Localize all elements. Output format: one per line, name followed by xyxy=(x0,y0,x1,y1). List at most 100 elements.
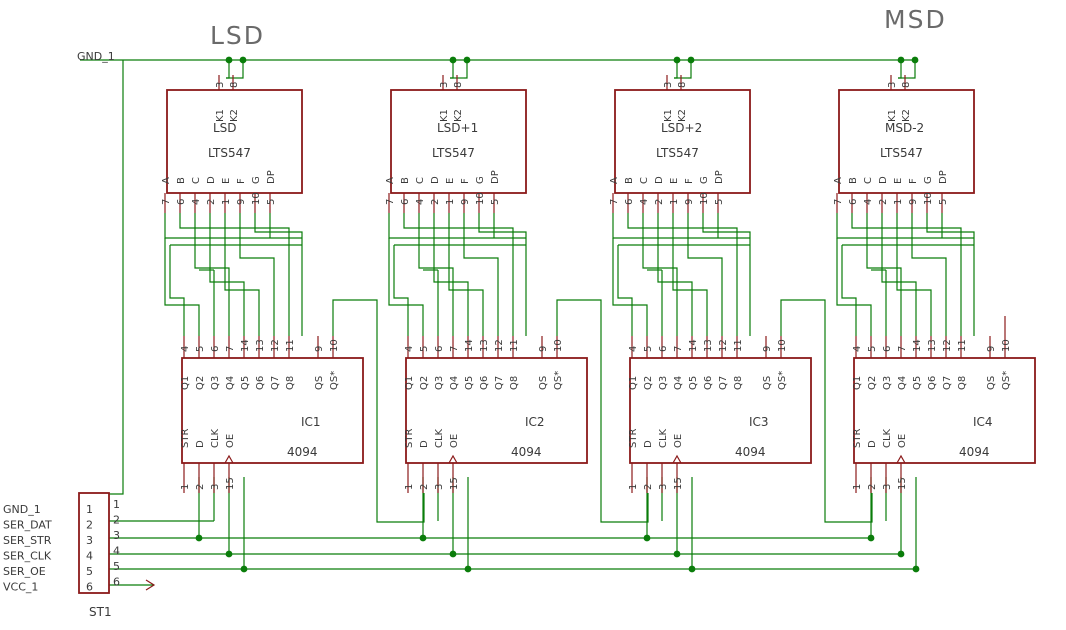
display-body xyxy=(614,89,751,194)
junction-dot xyxy=(225,56,233,64)
ic-pin-number: 4 xyxy=(628,346,639,352)
ic-pin-label: OE xyxy=(225,434,236,448)
segment-wire-c xyxy=(866,213,902,336)
segment-pin-label: DP xyxy=(938,170,949,184)
display-pin-label: K2 xyxy=(677,109,688,122)
segment-wire-e xyxy=(448,213,484,336)
segment-pin-label: B xyxy=(848,177,859,184)
display-pin-number: 3 xyxy=(887,82,898,88)
ic-pin-number: 4 xyxy=(404,346,415,352)
ic-pin-label: CLK xyxy=(882,428,893,448)
cascade-wire xyxy=(332,299,425,523)
cathode-tap-wire xyxy=(240,60,244,79)
segment-pin-label: B xyxy=(176,177,187,184)
segment-pin-number: 6 xyxy=(848,199,859,205)
segment-pin-number: 10 xyxy=(923,192,934,205)
display-pin-label: K1 xyxy=(887,109,898,122)
ic-pin-number: 11 xyxy=(509,339,520,352)
segment-pin-label: C xyxy=(191,177,202,184)
segment-wire-a xyxy=(169,245,185,336)
segment-pin-number: 5 xyxy=(266,199,277,205)
connector-pin-number: 4 xyxy=(86,550,93,563)
cascade-wire xyxy=(556,299,649,523)
segment-pin-number: 9 xyxy=(236,199,247,205)
ic-pin-number: 9 xyxy=(986,346,997,352)
ic-pin-number: 10 xyxy=(329,339,340,352)
cathode-tap-wire xyxy=(912,60,916,79)
ic-pin-label: Q7 xyxy=(942,376,953,390)
ic-pin-number: 13 xyxy=(255,339,266,352)
ic-pin-number: 4 xyxy=(180,346,191,352)
segment-wire-c xyxy=(642,213,678,336)
ic-pin-number: 2 xyxy=(195,484,206,490)
segment-pin-label: G xyxy=(699,176,710,184)
display-pin-number: 3 xyxy=(663,82,674,88)
ic-pin-label: CLK xyxy=(658,428,669,448)
ic-pin-label: OE xyxy=(897,434,908,448)
segment-wire-e xyxy=(672,213,708,336)
segment-wire-dp xyxy=(926,213,975,336)
display-pin-number: 8 xyxy=(901,82,912,88)
ic-pin-label: OE xyxy=(673,434,684,448)
segment-pin-label: A xyxy=(161,177,172,184)
ic-pin-label: QS xyxy=(762,376,773,390)
segment-pin-number: 6 xyxy=(176,199,187,205)
display-pin-label: K1 xyxy=(215,109,226,122)
display-body xyxy=(390,89,527,194)
connector-pin-number: 6 xyxy=(86,581,93,594)
ic-part: 4094 xyxy=(287,445,318,459)
connector-signal-label: SER_DAT xyxy=(3,519,52,532)
ic-pin-number: 13 xyxy=(479,339,490,352)
ic-pin-number: 2 xyxy=(419,484,430,490)
ic-pin-number: 3 xyxy=(658,484,669,490)
display-name: LSD+2 xyxy=(661,121,702,135)
ic-pin-label: Q5 xyxy=(688,376,699,390)
segment-pin-label: E xyxy=(221,178,232,184)
ic-pin-label: Q4 xyxy=(673,376,684,390)
ic-name: IC3 xyxy=(749,415,769,429)
ic-pin-label: QS xyxy=(538,376,549,390)
ic-pin-number: 13 xyxy=(703,339,714,352)
segment-pin-number: 2 xyxy=(206,199,217,205)
segment-pin-number: 9 xyxy=(684,199,695,205)
segment-wire-dp xyxy=(702,213,751,336)
segment-wire-g xyxy=(403,213,514,336)
segment-pin-label: D xyxy=(878,176,889,184)
ic-pin-number: 1 xyxy=(180,484,191,490)
ic-pin-number: 7 xyxy=(897,346,908,352)
ic-pin-number: 14 xyxy=(688,339,699,352)
ic-pin-number: 1 xyxy=(404,484,415,490)
ic-part: 4094 xyxy=(511,445,542,459)
display-part: LTS547 xyxy=(656,146,699,160)
junction-dot xyxy=(449,56,457,64)
ic-pin-label: Q4 xyxy=(449,376,460,390)
segment-pin-number: 4 xyxy=(639,199,650,205)
connector-pin-number: 2 xyxy=(86,519,93,532)
connector-pin-number: 1 xyxy=(86,503,93,516)
display-part: LTS547 xyxy=(432,146,475,160)
ic-name: IC2 xyxy=(525,415,545,429)
segment-pin-number: 4 xyxy=(863,199,874,205)
ic-pin-label: Q6 xyxy=(479,376,490,390)
segment-wire xyxy=(836,213,974,239)
ic-pin-label: Q2 xyxy=(643,376,654,390)
segment-pin-label: F xyxy=(908,178,919,184)
title-msd: MSD xyxy=(884,5,947,34)
segment-pin-label: DP xyxy=(714,170,725,184)
segment-wire-g xyxy=(179,213,290,336)
segment-pin-label: D xyxy=(430,176,441,184)
connector-pin-number: 3 xyxy=(113,529,120,542)
segment-pin-number: 4 xyxy=(191,199,202,205)
segment-pin-number: 2 xyxy=(878,199,889,205)
ic-pin-number: 3 xyxy=(434,484,445,490)
ic-pin-label: Q6 xyxy=(927,376,938,390)
connector-name: ST1 xyxy=(89,605,112,619)
ic-pin-label: Q6 xyxy=(255,376,266,390)
ic-pin-label: Q2 xyxy=(419,376,430,390)
connector-pin-number: 2 xyxy=(113,514,120,527)
junction-dot xyxy=(463,56,471,64)
display-pin-label: K1 xyxy=(439,109,450,122)
ic-pin-label: Q3 xyxy=(882,376,893,390)
segment-pin-number: 10 xyxy=(251,192,262,205)
ic-pin-number: 12 xyxy=(942,339,953,352)
